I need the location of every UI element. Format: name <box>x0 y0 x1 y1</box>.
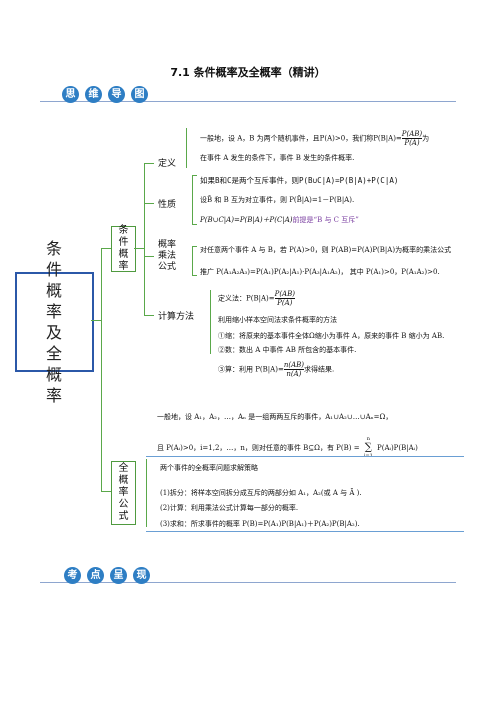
page-title: 7.1 条件概率及全概率（精讲） <box>170 66 326 79</box>
main-topic-text: 条件概率及全概率 <box>45 239 63 405</box>
banner-bottom-char-1: 考 <box>64 567 81 584</box>
sub-property-label: 性质 <box>158 200 177 210</box>
banner-top-char-1: 思 <box>62 86 79 103</box>
mult-bracket <box>192 246 197 276</box>
connector-branch1 <box>101 248 111 249</box>
property-line1: 如果B和C是两个互斥事件，则P(B∪C|A)=P(B|A)+P(C|A) <box>200 176 399 185</box>
property-line3: P(B∪C|A)=P(B|A)＋P(C|A)前提是“B 与 C 互斥” <box>200 216 359 225</box>
definition-line1-b: 为 <box>422 134 430 143</box>
connector-b1-out <box>134 248 144 249</box>
banner-top-line <box>40 101 456 102</box>
banner-top-char-3: 导 <box>108 86 125 103</box>
calc-def-num: P(AB) <box>274 290 295 299</box>
banner-top-char-4: 图 <box>131 86 148 103</box>
total-bottom-separator <box>146 531 464 532</box>
total-line2-a: 且 P(Aᵢ)>0，i=1,2，…，n，则对任意的事件 B⊆Ω，有 P(B) = <box>157 444 360 452</box>
calc-step3-a: ③算：利用 P(B|A)= <box>218 365 284 374</box>
calc-definition: 定义法：P(B|A)=P(AB)P(A) <box>218 290 295 307</box>
banner-bottom-line <box>40 582 456 583</box>
branch-total-probability: 全概率公式 <box>111 461 136 525</box>
property-line3-b: 前提是“B 与 C 互斥” <box>292 216 359 224</box>
banner-bottom-char-4: 现 <box>133 567 150 584</box>
sub-calculation-label: 计算方法 <box>158 312 195 322</box>
calc-step3-den: n(A) <box>286 370 302 378</box>
calc-def-label: 定义法：P(B|A)= <box>218 294 275 303</box>
total-sum-top: n <box>366 436 370 442</box>
calc-step2: ②数：数出 A 中事件 AB 所包含的基本事件. <box>218 346 357 354</box>
connector-calc <box>144 315 154 316</box>
calc-def-den: P(A) <box>277 299 293 307</box>
def-bracket <box>186 128 187 168</box>
total-sum-sigma: ∑ <box>364 442 372 453</box>
definition-frac-num: P(AB) <box>401 130 423 139</box>
property-line2: 设B̄ 和 B 互为对立事件，则 P(B̄|A)=1－P(B|A). <box>200 196 355 204</box>
calc-step3-b: 求得结果. <box>304 365 335 374</box>
total-line1: 一般地，设 A₁，A₂，…，Aₙ 是一组两两互斥的事件，A₁∪A₂∪…∪Aₙ=Ω… <box>157 413 393 421</box>
total-step2: (2)计算：利用乘法公式计算每一部分的概率. <box>160 504 299 512</box>
property-line3-a: P(B∪C|A)=P(B|A)＋P(C|A) <box>200 216 293 224</box>
banner-bottom-char-2: 点 <box>87 567 104 584</box>
calc-def-fraction: P(AB)P(A) <box>274 290 295 307</box>
calc-bracket <box>210 290 211 354</box>
definition-line1: 一般地，设 A，B 为两个随机事件，且P(A)>0，我们称P(B|A)=P(AB… <box>200 130 429 147</box>
main-topic-box: 条件概率及全概率 <box>15 239 94 405</box>
calc-intro: 利用缩小样本空间法求条件概率的方法 <box>218 316 337 324</box>
definition-line1-a: 一般地，设 A，B 为两个随机事件，且P(A)>0，我们称P(B|A)= <box>200 134 402 143</box>
calc-step1: ①缩：将原来的基本事件全体Ω缩小为事件 A，原来的事件 B 缩小为 AB. <box>218 332 445 340</box>
calc-step3-fraction: n(AB)n(A) <box>283 361 304 378</box>
total-line2-b: P(Aᵢ)P(B|Aᵢ) <box>377 444 418 452</box>
total-separator <box>146 456 464 457</box>
branch-conditional-probability-label: 条件概率 <box>118 225 129 272</box>
banner-bottom-char-3: 呈 <box>110 567 127 584</box>
multiplication-line2: 推广 P(A₁A₂A₃)=P(A₁)P(A₂|A₁)·P(A₃|A₁A₂)， 其… <box>200 268 440 276</box>
prop-bracket <box>192 175 197 225</box>
total-step3: (3)求和：所求事件的概率 P(B)=P(A₁)P(B|A₁)＋P(A₂)P(B… <box>160 520 360 528</box>
connector-b1-vertical <box>144 163 145 315</box>
definition-frac-den: P(A) <box>404 139 420 147</box>
connector-def <box>144 163 154 164</box>
total-steps-title: 两个事件的全概率问题求解策略 <box>160 464 258 472</box>
branch-total-probability-label: 全概率公式 <box>118 463 129 522</box>
connector-branch2 <box>101 491 111 492</box>
calc-step3: ③算：利用 P(B|A)=n(AB)n(A)求得结果. <box>218 361 334 378</box>
total-step1: (1)拆分：将样本空间拆分成互斥的两部分如 A₁，A₂(或 A 与 Ā ). <box>160 489 362 497</box>
branch-conditional-probability: 条件概率 <box>111 225 136 272</box>
multiplication-line1: 对任意两个事件 A 与 B，若 P(A)>0，则 P(AB)=P(A)P(B|A… <box>200 246 452 254</box>
definition-line2: 在事件 A 发生的条件下，事件 B 发生的条件概率. <box>200 154 355 162</box>
connector-main-vertical <box>101 248 102 491</box>
sub-definition-label: 定义 <box>158 159 177 169</box>
calc-step3-num: n(AB) <box>283 361 304 370</box>
connector-main <box>91 320 101 321</box>
connector-mult <box>144 256 154 257</box>
connector-prop <box>144 203 154 204</box>
sub-multiplication-label: 概率乘法公式 <box>158 240 177 272</box>
banner-top-char-2: 维 <box>85 86 102 103</box>
total-steps-bracket <box>146 459 147 527</box>
definition-fraction: P(AB)P(A) <box>401 130 423 147</box>
